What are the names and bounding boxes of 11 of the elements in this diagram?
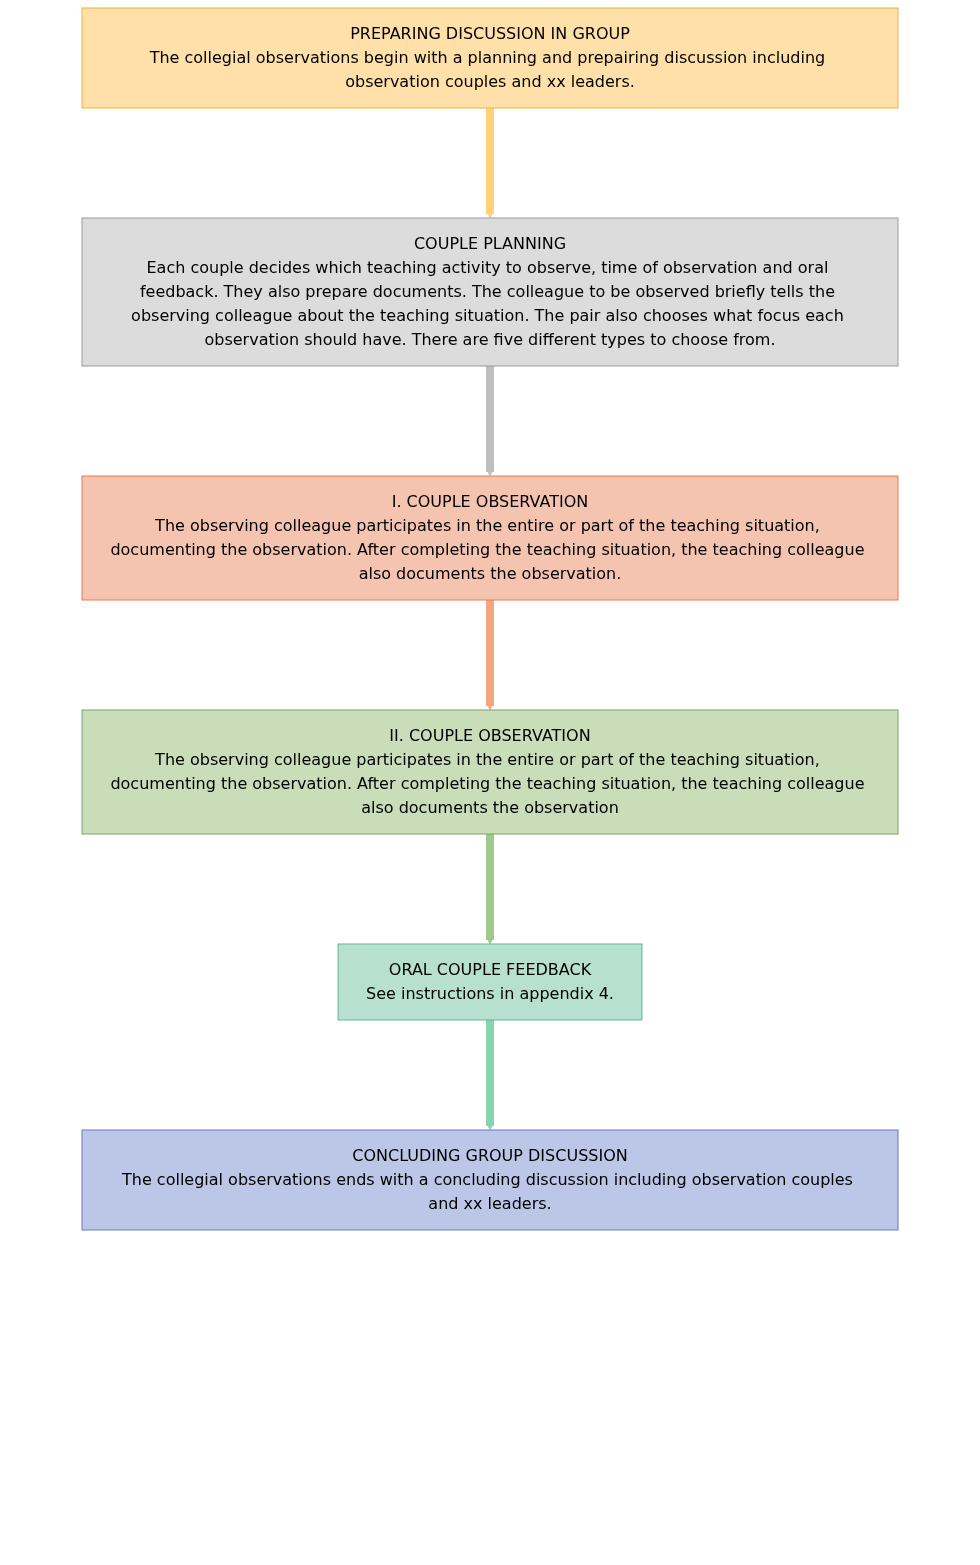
node-box: I. COUPLE OBSERVATION The observing colleague participates in the entire or part of the teaching situation, documenting the observation. After completing the teaching situation, the teaching colleague also documents the observation. [81, 475, 899, 601]
node-box: COUPLE PLANNING Each couple decides which teaching activity to observe, time of observation and oral feedback. They also prepare documents. The colleague to be observed briefly tells the observing colleague about the teaching situation. The pair also chooses what focus each observation should have. There are five different types to choose from. [81, 217, 899, 367]
arrow [485, 108, 495, 219]
arrow [485, 834, 495, 945]
node-box: CONCLUDING GROUP DISCUSSION The collegial observations ends with a concluding discussion including observation couples and xx leaders. [81, 1129, 899, 1231]
arrow [485, 366, 495, 477]
arrow [485, 600, 495, 711]
node-box: PREPARING DISCUSSION IN GROUP The collegial observations begin with a planning and prepairing discussion including observation couples and xx leaders. [81, 7, 899, 109]
node-box: ORAL COUPLE FEEDBACK See instructions in appendix 4. [337, 943, 643, 1021]
node-box: II. COUPLE OBSERVATION The observing colleague participates in the entire or part of the teaching situation, documenting the observation. After completing the teaching situation, the teaching colleague also documents the observation [81, 709, 899, 835]
arrow [485, 1020, 495, 1131]
